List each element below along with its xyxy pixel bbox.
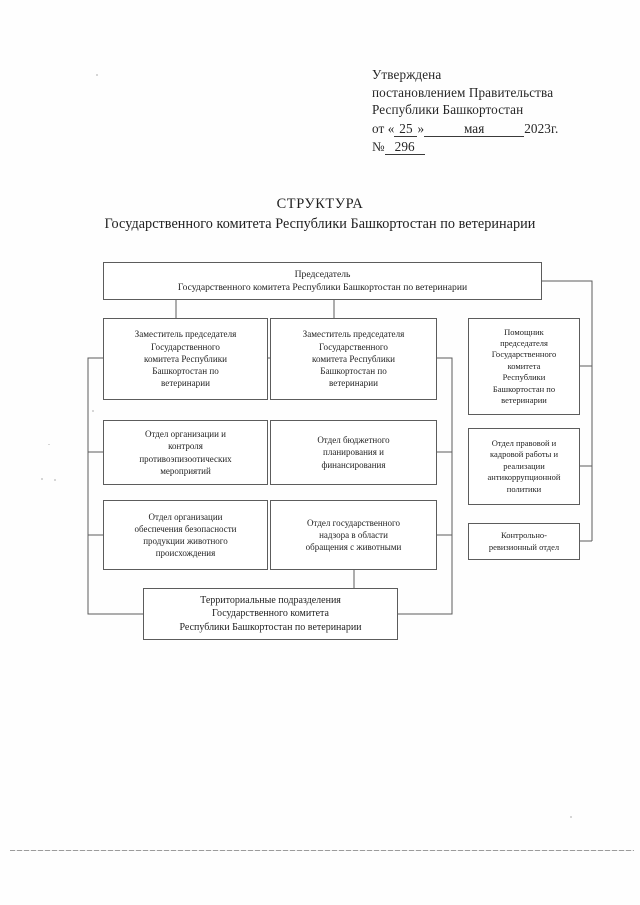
scan-speck	[48, 444, 50, 445]
node-dept-product-safety-label: Отдел организации обеспечения безопаснос…	[134, 511, 237, 559]
node-deputy-chairman-2[interactable]: Заместитель председателя Государственног…	[270, 318, 437, 400]
node-assistant-chairman[interactable]: Помощник председателя Государственного к…	[468, 318, 580, 415]
date-day: 25	[394, 121, 418, 137]
node-dept-epizootic-label: Отдел организации и контроля противоэпиз…	[139, 429, 232, 476]
node-chairman-label: Председатель Государственного комитета Р…	[177, 269, 468, 293]
page-subtitle: Государственного комитета Республики Баш…	[104, 216, 536, 232]
node-dept-product-safety[interactable]: Отдел организации обеспечения безопаснос…	[103, 500, 268, 570]
page-title: СТРУКТУРА	[276, 196, 364, 212]
node-dept-audit[interactable]: Контрольно- ревизионный отдел	[468, 523, 580, 560]
approval-line-1: Утверждена	[372, 67, 442, 82]
title-block: СТРУКТУРА Государственного комитета Респ…	[0, 196, 640, 233]
document-number: 296	[384, 139, 425, 156]
node-dept-audit-label: Контрольно- ревизионный отдел	[488, 530, 560, 552]
node-dept-legal-label: Отдел правовой и кадровой работы и реали…	[487, 437, 561, 494]
approval-date-line: от « 25 » мая 2023 г.	[372, 120, 612, 138]
approval-line-3: Республики Башкортостан	[372, 102, 524, 118]
node-dept-epizootic[interactable]: Отдел организации и контроля противоэпиз…	[103, 420, 268, 485]
scan-artifact-line	[10, 850, 634, 851]
node-dept-budget-label: Отдел бюджетного планирования и финансир…	[317, 435, 390, 470]
scan-speck	[41, 478, 43, 480]
scan-speck	[96, 74, 98, 76]
node-dept-animal-supervision[interactable]: Отдел государственного надзора в области…	[270, 500, 437, 570]
approval-number-line: № 296	[372, 138, 612, 156]
node-dept-animal-supervision-label: Отдел государственного надзора в области…	[305, 517, 402, 553]
node-dept-legal[interactable]: Отдел правовой и кадровой работы и реали…	[468, 428, 580, 505]
scan-speck	[54, 479, 56, 481]
approval-line-2: постановлением Правительства	[372, 84, 554, 100]
date-prefix: от «	[372, 120, 395, 136]
node-territorial-divisions-label: Территориальные подразделения Государств…	[179, 594, 362, 633]
date-year-suffix: г.	[550, 120, 559, 136]
date-year: 2023	[524, 120, 551, 136]
scan-speck	[570, 816, 572, 818]
date-mid: »	[417, 120, 425, 136]
node-territorial-divisions[interactable]: Территориальные подразделения Государств…	[143, 588, 398, 640]
date-month: мая	[424, 121, 525, 137]
approval-block: Утверждена постановлением Правительства …	[372, 66, 612, 156]
node-deputy-chairman-2-label: Заместитель председателя Государственног…	[302, 329, 405, 389]
node-deputy-chairman-1[interactable]: Заместитель председателя Государственног…	[103, 318, 268, 400]
node-assistant-chairman-label: Помощник председателя Государственного к…	[491, 326, 557, 406]
node-dept-budget[interactable]: Отдел бюджетного планирования и финансир…	[270, 420, 437, 485]
scan-speck	[92, 410, 94, 412]
node-chairman[interactable]: Председатель Государственного комитета Р…	[103, 262, 542, 300]
node-deputy-chairman-1-label: Заместитель председателя Государственног…	[134, 329, 237, 389]
number-label: №	[372, 139, 385, 155]
